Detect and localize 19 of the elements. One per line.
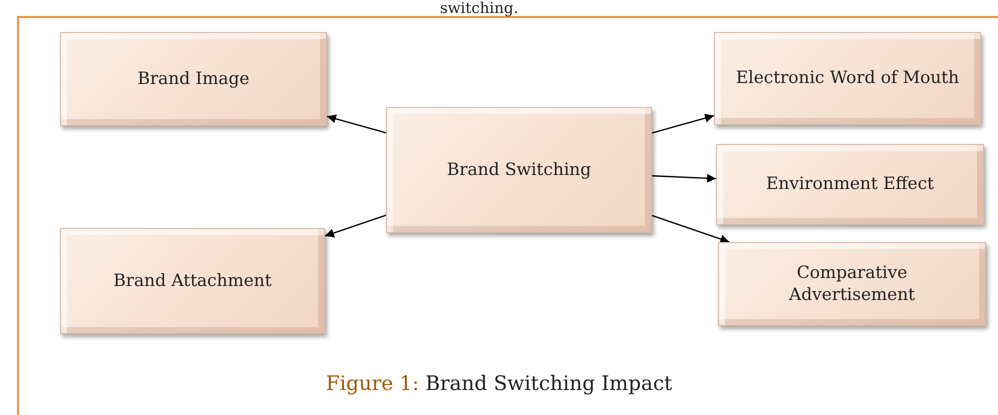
node-label: Comparative Advertisement [788,262,916,306]
arrow [652,114,714,134]
text-fragment: switching. [440,0,518,16]
figure-caption: Figure 1: Brand Switching Impact [324,371,674,395]
node-label: Brand Switching [446,158,592,182]
arrow [652,174,716,183]
arrow [326,114,386,134]
node-label: Brand Image [138,68,250,90]
beveled-box [718,242,986,326]
node-label: Brand Attachment [113,270,272,292]
arrow [324,214,386,238]
beveled-box [60,228,325,334]
node-label: Environment Effect [766,173,934,196]
beveled-box [716,144,984,225]
beveled-box [60,32,327,126]
arrow [652,214,730,244]
beveled-box [386,107,652,233]
node-label: Electronic Word of Mouth [736,67,960,90]
beveled-box [714,32,981,125]
